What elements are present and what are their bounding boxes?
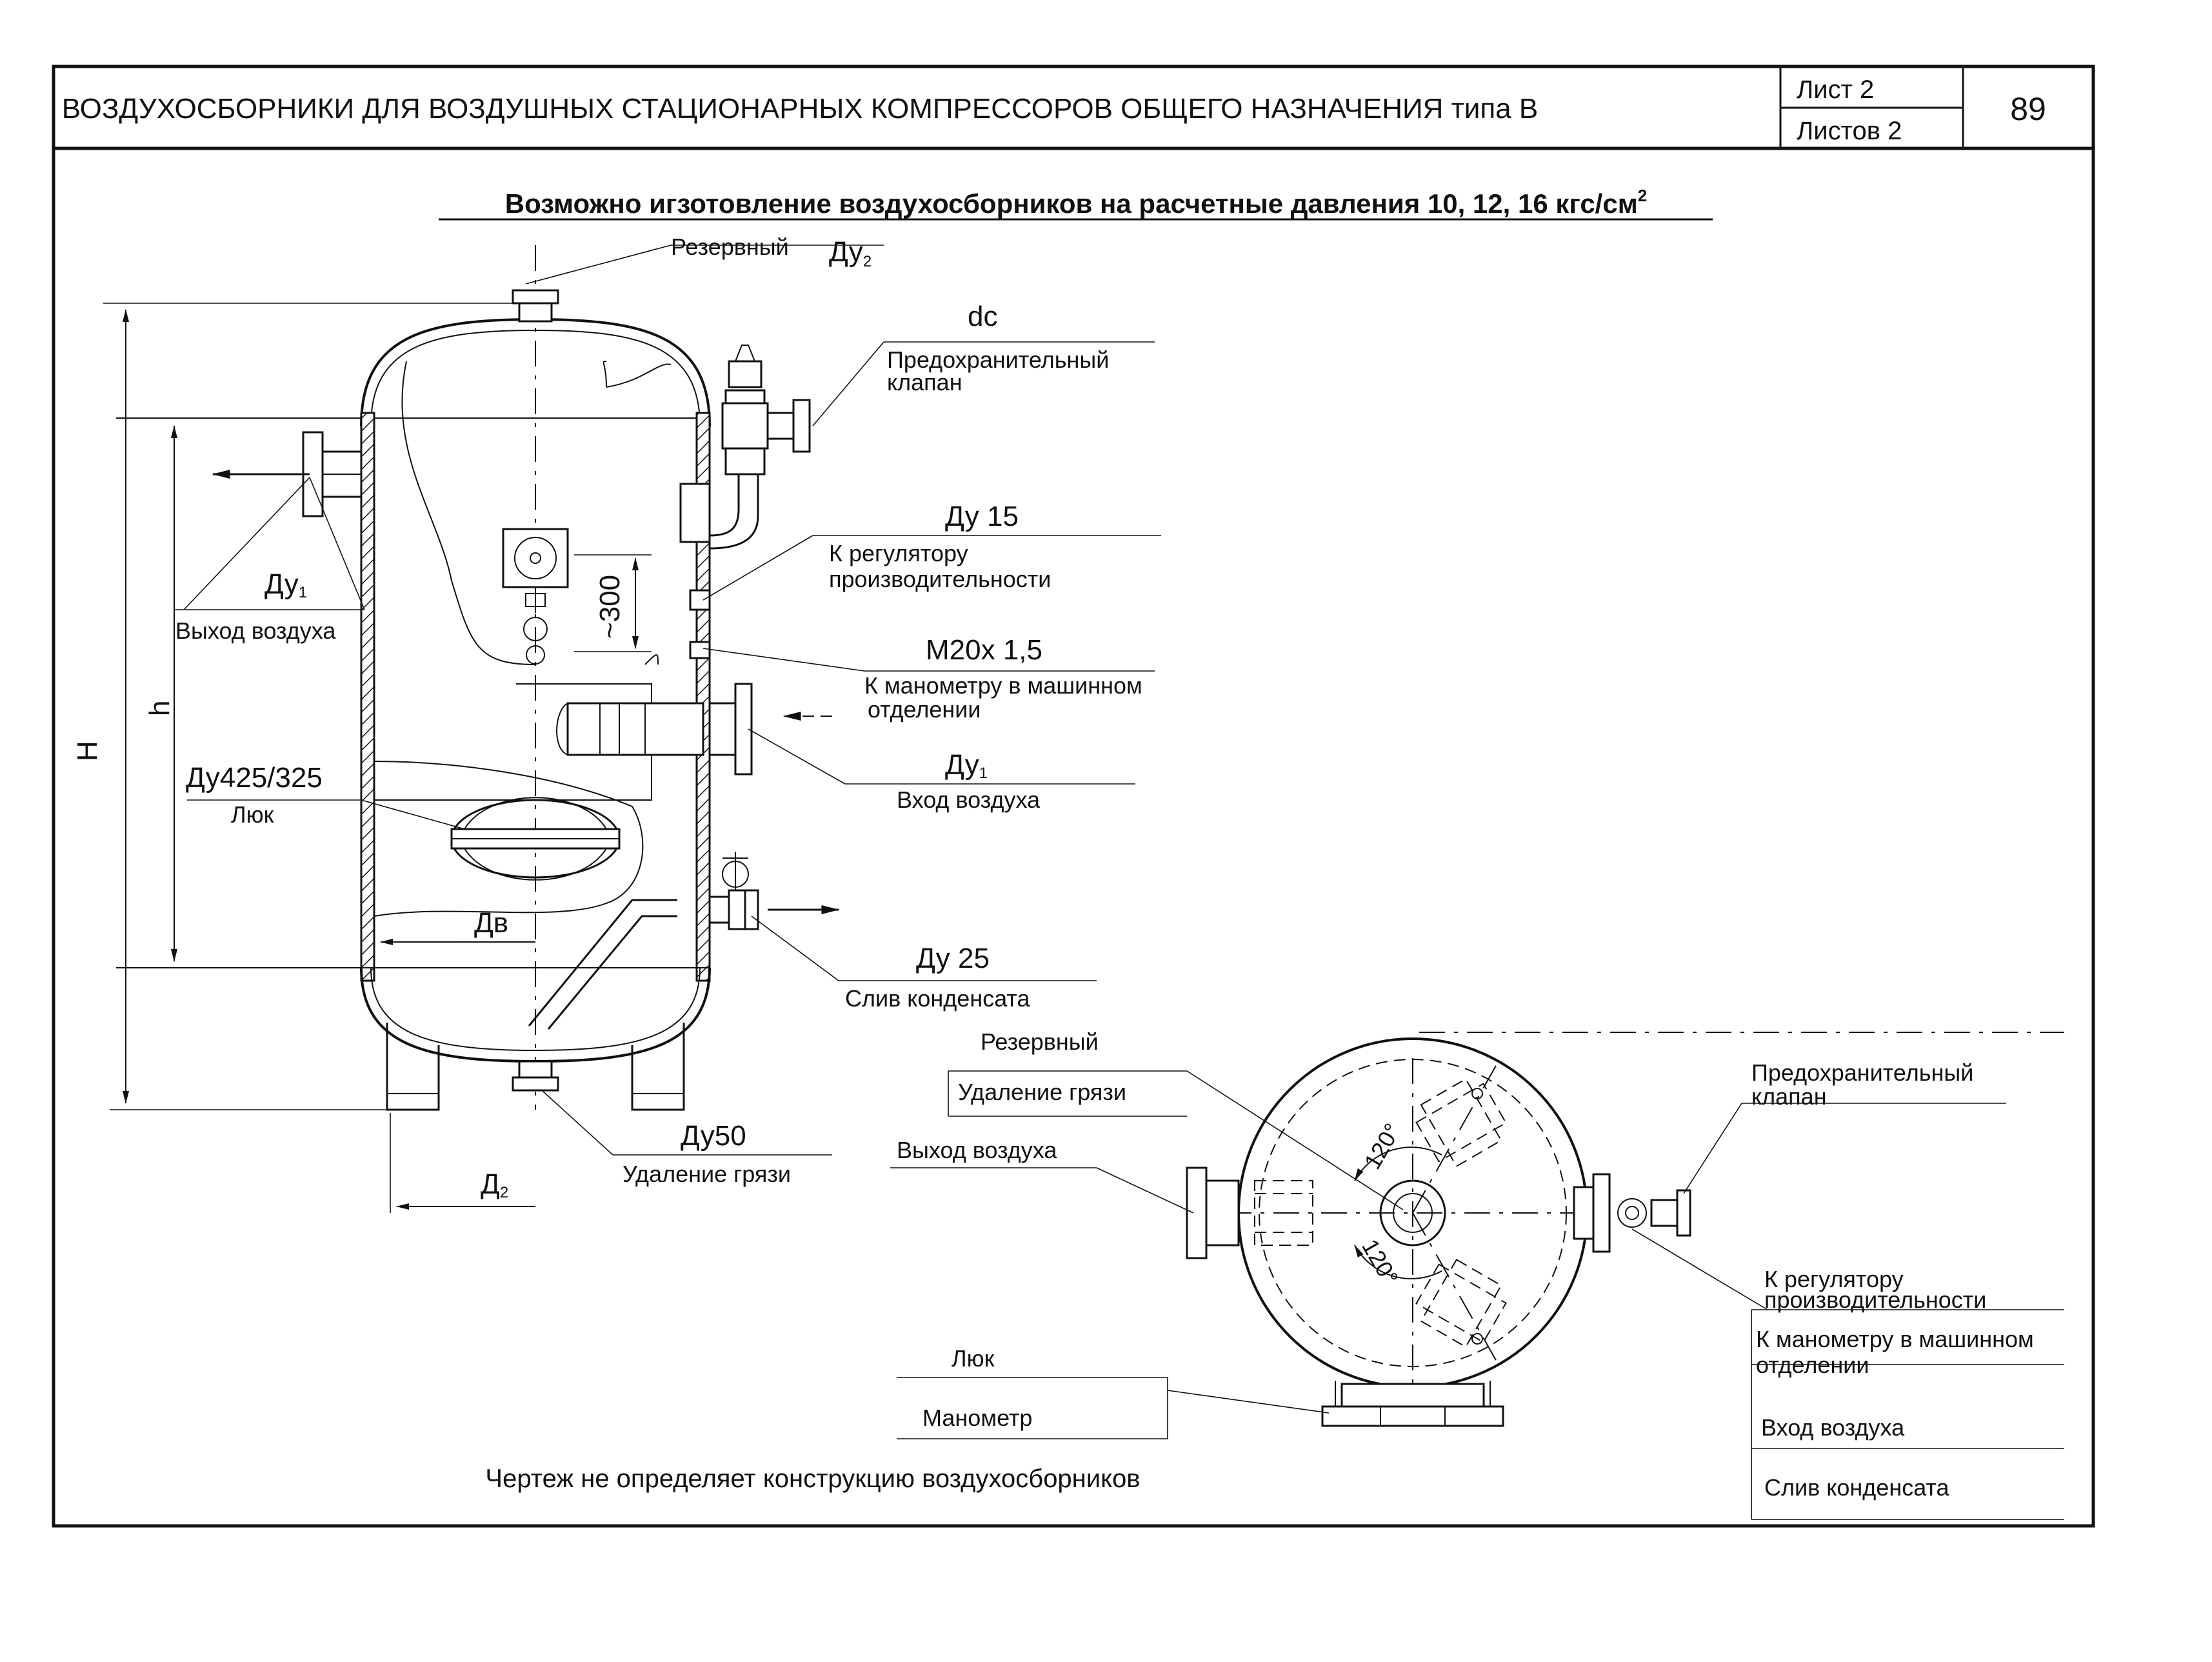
label-top-reserve: Резервный	[671, 234, 789, 260]
top-label-hatch: Люк	[952, 1345, 995, 1372]
label-hatch-dn: Ду425/325	[186, 762, 323, 794]
label-dn25: Ду 25	[916, 943, 990, 974]
label-manometer-1: К манометру в машинном	[864, 672, 1142, 699]
top-label-angle-bottom: 120°	[1357, 1235, 1404, 1290]
drain-valve	[708, 852, 840, 930]
top-label-reserve: Резервный	[981, 1028, 1099, 1055]
sheet-number: Лист 2	[1797, 75, 1874, 104]
vessel-top-view	[1186, 1032, 2064, 1427]
footer-note: Чертеж не определяет конструкцию воздухо…	[485, 1465, 1140, 1493]
top-label-regulator-1: К регулятору	[1764, 1266, 1904, 1292]
outlet-nozzle	[212, 431, 363, 517]
label-outlet: Выход воздуха	[175, 617, 336, 644]
label-m20: М20х 1,5	[926, 634, 1042, 666]
label-safety-valve-1: Предохранительный	[887, 346, 1109, 373]
label-dim-d2: Д2	[481, 1168, 508, 1201]
label-dim-H: H	[72, 741, 103, 761]
top-label-dirt: Удаление грязи	[958, 1079, 1126, 1105]
pressure-note-text: Возможно игзотовление воздухосборников н…	[505, 188, 1638, 219]
label-dim-dv: Дв	[474, 907, 508, 939]
label-dim-300: ~300	[594, 575, 626, 639]
dimensions-side	[103, 303, 652, 1213]
label-dim-h: h	[144, 701, 175, 716]
regulator-fitting	[689, 589, 711, 659]
vessel-side-view	[116, 245, 711, 1111]
label-inlet: Вход воздуха	[897, 786, 1041, 813]
label-inlet-dn-sub: 1	[979, 765, 988, 782]
label-hatch: Люк	[231, 801, 274, 828]
label-regulator-1: К регулятору	[829, 540, 968, 566]
frame	[52, 65, 2095, 1528]
label-outlet-dn: Ду1	[264, 568, 307, 601]
label-drain: Слив конденсата	[845, 985, 1031, 1012]
inlet-nozzle	[708, 683, 832, 776]
label-top-reserve-dn: Ду2	[829, 236, 872, 270]
pressure-note: Возможно игзотовление воздухосборников н…	[505, 186, 1648, 219]
top-label-regulator-2: производительности	[1764, 1287, 1986, 1313]
leaders-top	[890, 1070, 2064, 1520]
top-label-inlet: Вход воздуха	[1761, 1414, 1905, 1441]
label-outlet-dn-text: Ду	[264, 568, 299, 600]
label-safety-valve-2: клапан	[887, 369, 962, 395]
top-label-safety-valve-1: Предохранительный	[1751, 1059, 1973, 1086]
label-dc: dc	[968, 301, 997, 332]
label-manometer-2: отделении	[868, 696, 981, 723]
top-label-outlet: Выход воздуха	[897, 1137, 1057, 1163]
top-label-safety-valve-2: клапан	[1751, 1083, 1827, 1110]
label-dim-d2-text: Д	[481, 1168, 500, 1200]
safety-valve	[679, 345, 811, 550]
sheet-title: ВОЗДУХОСБОРНИКИ ДЛЯ ВОЗДУШНЫХ СТАЦИОНАРН…	[62, 93, 1539, 125]
label-inlet-dn: Ду1	[945, 749, 988, 782]
top-label-manometer-2: отделении	[1756, 1352, 1869, 1378]
label-dn15: Ду 15	[945, 501, 1019, 532]
leaders-side	[174, 245, 1161, 1156]
top-label-drain: Слив конденсата	[1764, 1474, 1950, 1501]
label-outlet-dn-sub: 1	[299, 584, 307, 601]
page-number: 89	[2010, 91, 2046, 127]
top-label-manometer: Манометр	[922, 1405, 1032, 1431]
label-dn50: Ду50	[681, 1120, 746, 1152]
label-dirt: Удаление грязи	[623, 1161, 791, 1187]
top-label-manometer-1: К манометру в машинном	[1756, 1326, 2034, 1352]
label-top-reserve-dn-sub: 2	[863, 253, 872, 270]
label-dim-d2-sub: 2	[500, 1184, 508, 1201]
sheets-total: Листов 2	[1797, 117, 1902, 145]
label-regulator-2: производительности	[829, 566, 1051, 592]
label-top-reserve-dn-text: Ду	[829, 236, 863, 268]
pressure-note-sup: 2	[1638, 186, 1647, 205]
label-inlet-dn-text: Ду	[945, 749, 979, 781]
